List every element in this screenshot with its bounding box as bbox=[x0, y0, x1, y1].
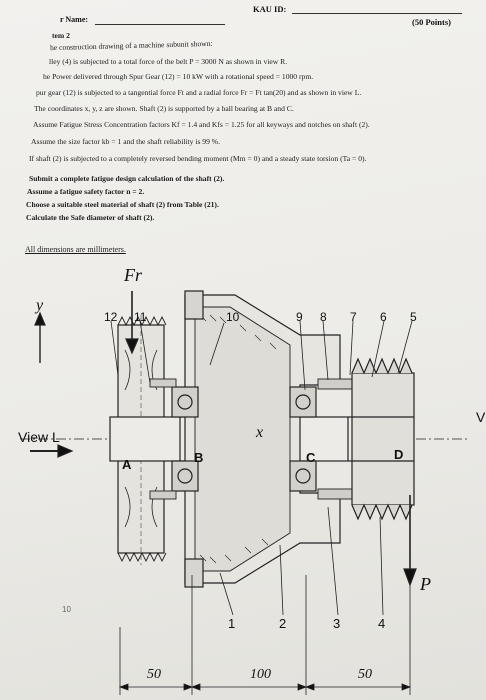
task-3: Choose a suitable steel material of shaf… bbox=[26, 200, 219, 209]
margin-mark: 10 bbox=[62, 605, 71, 614]
task-1: Submit a complete fatigue design calcula… bbox=[29, 174, 225, 183]
part-9: 9 bbox=[296, 310, 303, 324]
force-p-label: P bbox=[420, 574, 431, 594]
y-axis-arrow bbox=[34, 311, 46, 363]
pulley-4 bbox=[351, 357, 415, 521]
part-11: 11 bbox=[134, 310, 147, 324]
bearing-b bbox=[171, 386, 199, 492]
construction-drawing bbox=[20, 290, 470, 695]
part-5: 5 bbox=[410, 310, 417, 324]
task-4: Calculate the Safe diameter of shaft (2)… bbox=[26, 213, 155, 222]
problem-line-4: pur gear (12) is subjected to a tangenti… bbox=[36, 88, 362, 97]
view-l-arrow bbox=[30, 444, 74, 458]
bearing-c bbox=[289, 386, 317, 492]
view-r-label: V bbox=[476, 409, 486, 425]
part-4: 4 bbox=[378, 616, 386, 631]
part-2: 2 bbox=[279, 616, 287, 631]
problem-line-3: he Power delivered through Spur Gear (12… bbox=[43, 72, 314, 81]
problem-line-6: Assume Fatigue Stress Concentration fact… bbox=[33, 120, 370, 129]
leader-lines bbox=[110, 320, 413, 616]
part-10: 10 bbox=[226, 310, 240, 324]
bolts bbox=[149, 378, 355, 500]
dimension-lines bbox=[118, 575, 412, 695]
problem-line-8: If shaft (2) is subjected to a completel… bbox=[29, 154, 367, 163]
part-3: 3 bbox=[333, 616, 341, 631]
dimension-50-left: 50 bbox=[147, 667, 161, 682]
name-label: r Name: bbox=[60, 15, 89, 24]
housing bbox=[184, 290, 341, 588]
part-1: 1 bbox=[228, 616, 236, 631]
section-d: D bbox=[394, 447, 404, 462]
problem-line-1: he construction drawing of a machine sub… bbox=[49, 38, 213, 53]
part-6: 6 bbox=[380, 310, 387, 324]
problem-line-5: The coordinates x, y, z are shown. Shaft… bbox=[34, 104, 294, 113]
kau-id-line bbox=[292, 13, 462, 14]
force-p-arrow bbox=[403, 495, 417, 587]
section-c: C bbox=[306, 450, 316, 465]
problem-line-7: Assume the size factor kb = 1 and the sh… bbox=[31, 137, 221, 146]
kau-id-label: KAU ID: bbox=[253, 4, 287, 14]
problem-line-2: lley (4) is subjected to a total force o… bbox=[49, 57, 288, 66]
force-fr-arrow bbox=[125, 291, 139, 355]
part-8: 8 bbox=[320, 310, 327, 324]
item-label: tem 2 bbox=[52, 31, 70, 40]
dimensions-note: All dimensions are millimeters. bbox=[25, 245, 126, 254]
dimension-50-right: 50 bbox=[358, 667, 372, 682]
section-a: A bbox=[122, 457, 132, 472]
axis-x-label: x bbox=[256, 424, 264, 441]
force-fr-label: Fr bbox=[124, 265, 142, 285]
name-line bbox=[95, 24, 225, 25]
section-b: B bbox=[194, 450, 204, 465]
points-label: (50 Points) bbox=[412, 17, 451, 27]
part-12: 12 bbox=[104, 310, 118, 324]
axis-y-label: y bbox=[36, 297, 44, 314]
dimension-100: 100 bbox=[250, 667, 271, 682]
part-7: 7 bbox=[350, 310, 357, 324]
view-l-label: View L bbox=[18, 429, 60, 445]
task-2: Assume a fatigue safety factor n = 2. bbox=[27, 187, 145, 196]
